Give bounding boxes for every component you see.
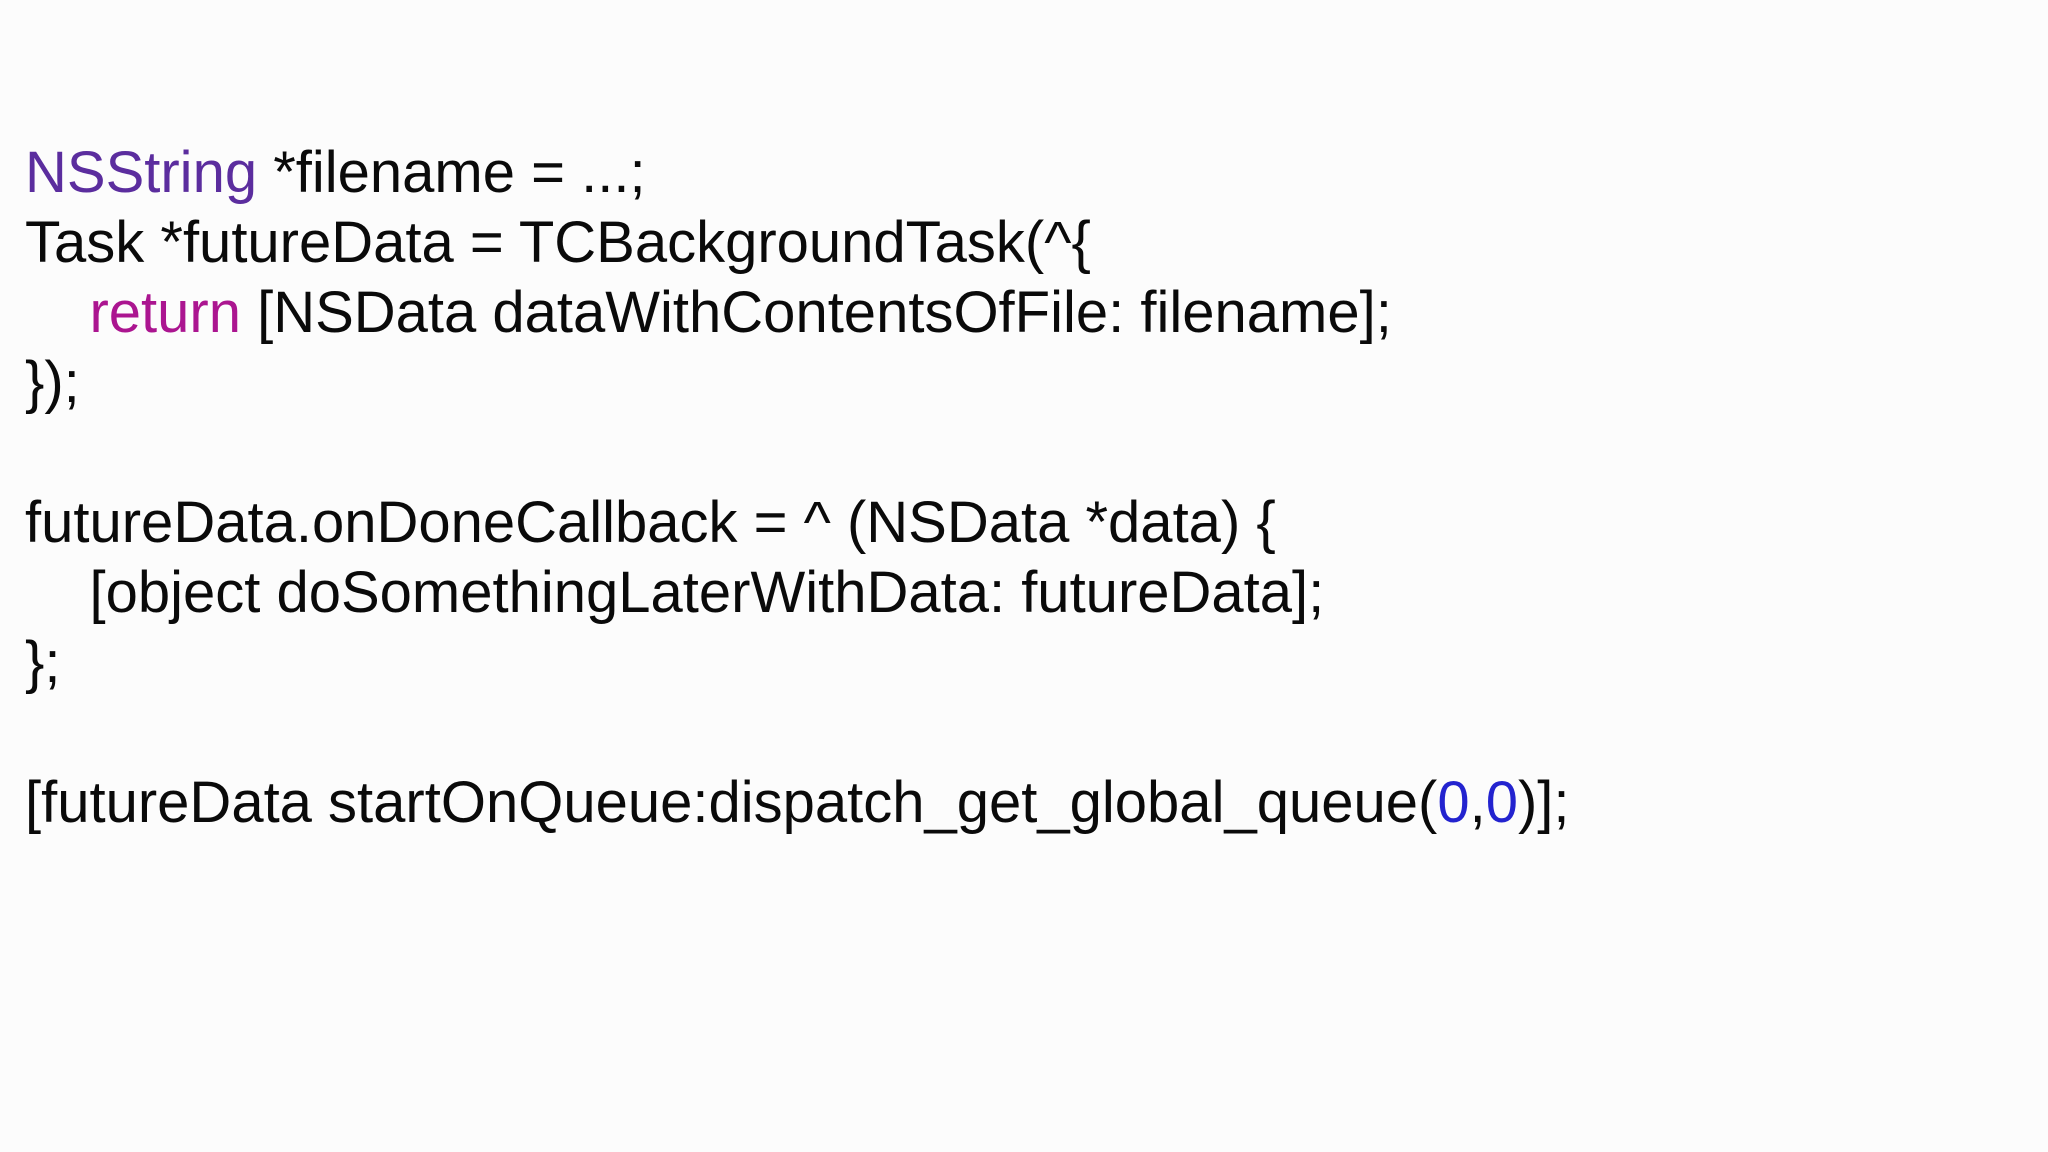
code-line: [object doSomethingLaterWithData: future… [25, 558, 1570, 628]
code-segment: Task *futureData = TCBackgroundTask(^{ [25, 210, 1091, 275]
code-line: [futureData startOnQueue:dispatch_get_gl… [25, 768, 1570, 838]
code-segment: [object doSomethingLaterWithData: future… [25, 560, 1325, 625]
code-segment: , [1469, 770, 1486, 835]
code-segment: 0 [1485, 770, 1518, 835]
code-line: }); [25, 348, 1570, 418]
code-segment: NSString [25, 140, 258, 205]
code-block: NSString *filename = ...;Task *futureDat… [25, 138, 1570, 838]
code-line: return [NSData dataWithContentsOfFile: f… [25, 278, 1570, 348]
code-segment: )]; [1517, 770, 1570, 835]
code-segment: futureData.onDoneCallback = ^ (NSData *d… [25, 490, 1276, 555]
code-segment: [NSData dataWithContentsOfFile: filename… [240, 280, 1392, 345]
code-line: NSString *filename = ...; [25, 138, 1570, 208]
code-line: Task *futureData = TCBackgroundTask(^{ [25, 208, 1570, 278]
code-line [25, 698, 1570, 768]
code-segment [25, 280, 89, 345]
code-segment: }; [25, 630, 61, 695]
code-line: futureData.onDoneCallback = ^ (NSData *d… [25, 488, 1570, 558]
code-segment: }); [25, 350, 80, 415]
code-line: }; [25, 628, 1570, 698]
code-segment: 0 [1437, 770, 1470, 835]
code-segment: [futureData startOnQueue:dispatch_get_gl… [25, 770, 1438, 835]
code-segment: *filename = ...; [257, 140, 646, 205]
code-line [25, 418, 1570, 488]
code-segment: return [89, 280, 241, 345]
